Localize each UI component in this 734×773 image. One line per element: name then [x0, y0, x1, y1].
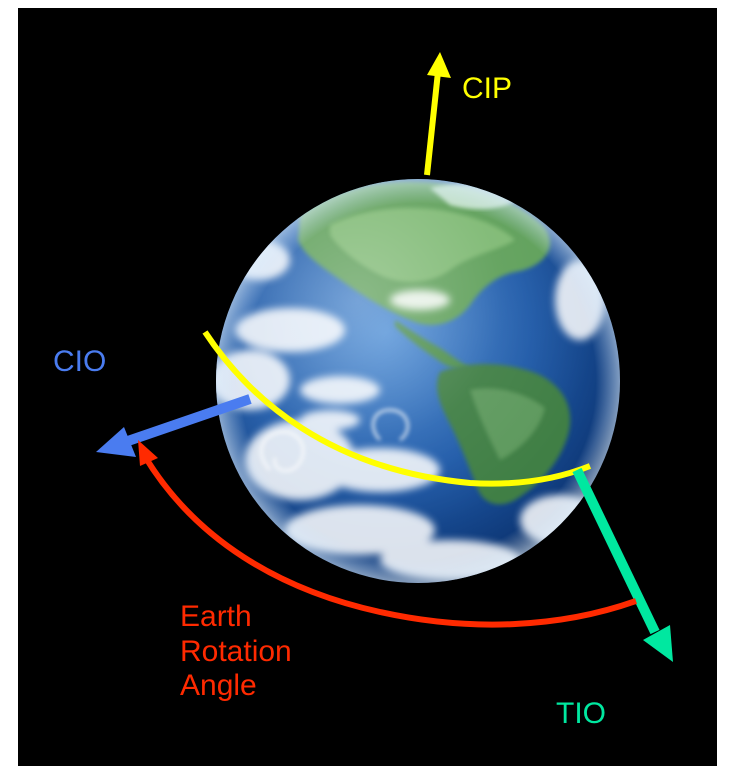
earth-rotation-angle-arc: [138, 440, 638, 628]
era-label-line-3: Angle: [180, 669, 257, 702]
cio-arrow: [96, 394, 252, 457]
earth-globe: [216, 179, 620, 583]
equator-arc: [202, 330, 592, 487]
cio-label: CIO: [53, 345, 107, 378]
tio-label: TIO: [556, 697, 606, 730]
cip-arrow: [424, 52, 451, 176]
era-label-line-1: Earth: [180, 600, 252, 633]
cip-label: CIP: [462, 72, 513, 105]
tio-arrow: [572, 467, 673, 662]
earth-rotation-angle-label: Earth Rotation Angle: [180, 600, 292, 704]
era-label-line-2: Rotation: [180, 634, 292, 668]
